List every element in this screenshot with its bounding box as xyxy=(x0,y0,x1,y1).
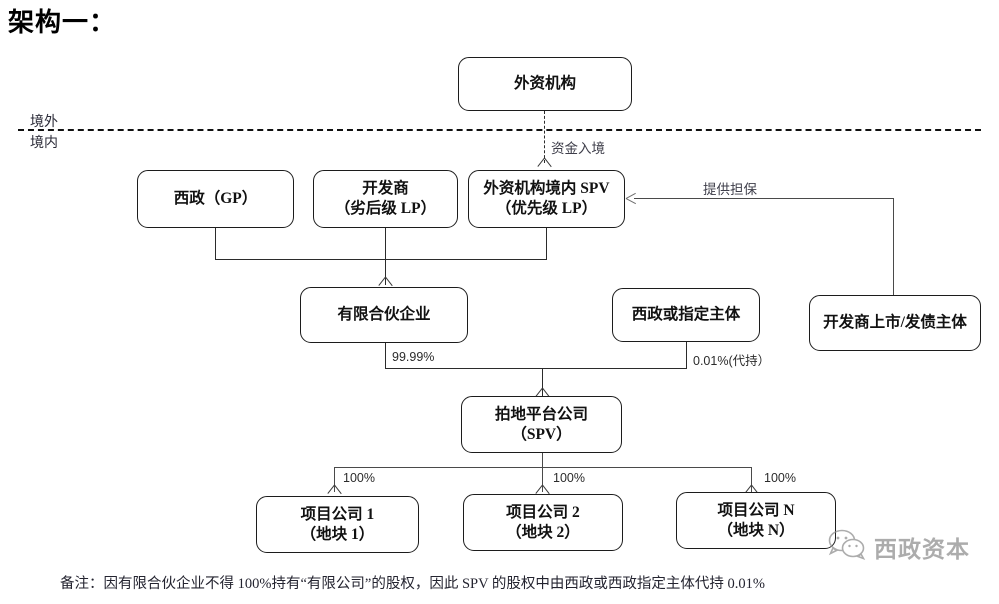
label-onshore: 境内 xyxy=(30,136,58,151)
wechat-icon xyxy=(828,528,868,565)
node-xizheng-gp-line1: 西政（GP） xyxy=(173,190,258,208)
node-onshore-spv-line1: 外资机构境内 SPV xyxy=(483,180,610,198)
node-project-company-1-line2: （地块 1） xyxy=(300,525,375,543)
connector-partners-bus xyxy=(215,259,547,261)
node-xizheng-gp[interactable]: 西政（GP） xyxy=(137,170,294,228)
connector-spv-drop xyxy=(546,228,548,260)
connector-lp-equity-drop xyxy=(385,343,387,369)
node-project-company-n-line2: （地块 N） xyxy=(717,521,795,539)
watermark: 西政资本 xyxy=(828,528,970,565)
connector-to-pcn xyxy=(751,467,753,492)
connector-capital-inflow xyxy=(544,111,545,163)
connector-guarantee-riser xyxy=(893,198,895,296)
node-developer-lp-line1: 开发商 xyxy=(362,180,409,198)
node-developer-listed-entity-line1: 开发商上市/发债主体 xyxy=(823,314,967,332)
node-project-company-1-line1: 项目公司 1 xyxy=(300,505,375,523)
arrowhead-to-pc2 xyxy=(537,485,548,494)
node-developer-lp[interactable]: 开发商 （劣后级 LP） xyxy=(313,170,458,228)
node-land-platform-line1: 拍地平台公司 xyxy=(494,405,588,423)
edge-label-platform-to-pc1: 100% xyxy=(343,471,375,485)
edge-label-lp-stake: 99.99% xyxy=(392,350,435,364)
edge-label-nominee-stake: 0.01%(代持） xyxy=(693,354,771,368)
node-project-company-1[interactable]: 项目公司 1 （地块 1） xyxy=(256,496,419,553)
arrowhead-to-partnership xyxy=(380,277,391,286)
edge-label-capital-inflow: 资金入境 xyxy=(551,141,605,156)
arrowhead-to-pc1 xyxy=(329,485,340,494)
connector-gp-drop xyxy=(215,228,217,260)
node-developer-listed-entity[interactable]: 开发商上市/发债主体 xyxy=(809,295,981,351)
node-developer-lp-line2: （劣后级 LP） xyxy=(334,200,437,217)
node-foreign-institution-line1: 外资机构 xyxy=(513,75,576,93)
arrowhead-capital-inflow xyxy=(539,158,550,167)
node-xizheng-designated-line1: 西政或指定主体 xyxy=(631,306,741,324)
node-land-platform[interactable]: 拍地平台公司 （SPV） xyxy=(461,396,622,453)
node-land-platform-line2: （SPV） xyxy=(511,425,572,443)
connector-equity-bus xyxy=(385,368,687,370)
arrowhead-guarantee xyxy=(626,193,636,204)
node-limited-partnership-line1: 有限合伙企业 xyxy=(337,306,431,324)
edge-label-platform-to-pcn: 100% xyxy=(764,471,796,485)
connector-to-pc2 xyxy=(542,467,544,492)
node-project-company-n[interactable]: 项目公司 N （地块 N） xyxy=(676,492,836,549)
footnote: 备注：因有限合伙企业不得 100%持有“有限公司”的股权，因此 SPV 的股权中… xyxy=(60,576,765,592)
watermark-text: 西政资本 xyxy=(874,535,970,562)
connector-nominee-equity-drop xyxy=(686,342,688,369)
connector-guarantee-run xyxy=(634,198,894,200)
connector-partnership-stem xyxy=(385,228,387,285)
connector-to-pc1 xyxy=(334,467,336,492)
node-limited-partnership[interactable]: 有限合伙企业 xyxy=(300,287,468,343)
node-project-company-2-line1: 项目公司 2 xyxy=(506,503,580,521)
offshore-onshore-divider xyxy=(18,129,981,131)
node-foreign-institution[interactable]: 外资机构 xyxy=(458,57,632,111)
edge-label-platform-to-pc2: 100% xyxy=(553,471,585,485)
node-project-company-n-line1: 项目公司 N xyxy=(717,501,795,519)
label-offshore: 境外 xyxy=(30,115,58,130)
node-project-company-2-line2: （地块 2） xyxy=(506,523,580,541)
page-title: 架构一： xyxy=(8,7,117,37)
node-xizheng-designated[interactable]: 西政或指定主体 xyxy=(612,288,760,342)
edge-label-provide-guarantee: 提供担保 xyxy=(703,182,757,197)
node-onshore-spv[interactable]: 外资机构境内 SPV （优先级 LP） xyxy=(468,170,625,228)
connector-platform-stem xyxy=(542,368,544,396)
connector-platform-drop xyxy=(542,453,544,468)
node-project-company-2[interactable]: 项目公司 2 （地块 2） xyxy=(463,494,623,551)
node-onshore-spv-line2: （优先级 LP） xyxy=(495,200,598,217)
